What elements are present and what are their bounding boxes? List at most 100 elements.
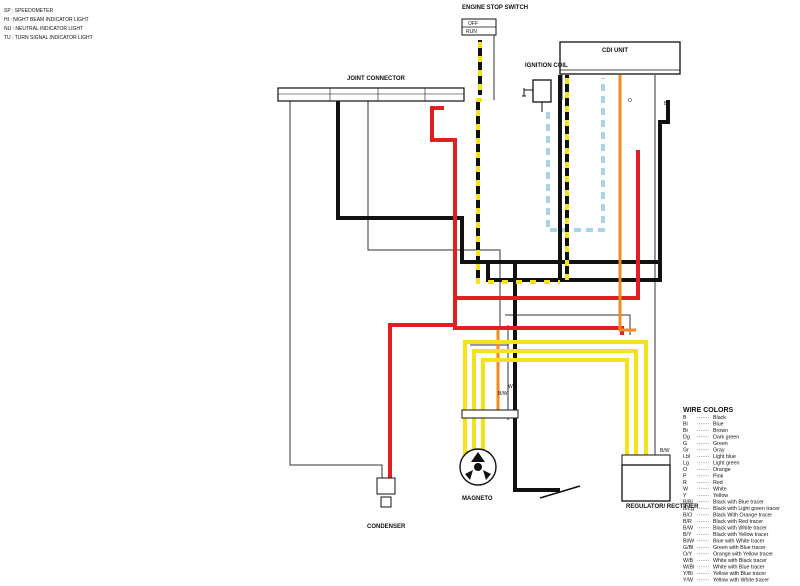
wire-tag-o: O — [628, 98, 632, 104]
magneto[interactable]: MAGNETO — [459, 409, 519, 502]
legend-code: O — [683, 467, 687, 473]
condenser[interactable]: CONDENSER — [367, 477, 406, 530]
legend-leader-dots: ······· — [697, 552, 710, 558]
legend-leader-dots: ······· — [697, 467, 710, 473]
regulator-rectifier[interactable]: REGULATOR/ RECTIFIER — [621, 454, 699, 510]
legend-code: B/Y — [683, 532, 692, 538]
legend-color-name: Black with Blue tracer — [713, 500, 764, 506]
legend-color-name: Yellow — [713, 493, 728, 499]
legend-code: Dg — [683, 435, 690, 441]
legend-code: B — [683, 415, 687, 421]
legend-code: Bl/W — [683, 539, 694, 545]
magneto-label: MAGNETO — [462, 496, 493, 502]
legend-leader-dots: ······· — [697, 571, 710, 577]
legend-leader-dots: ······· — [697, 578, 710, 584]
legend-leader-dots: ······· — [697, 441, 710, 447]
engine-stop-switch[interactable]: ENGINE STOP SWITCH OFF RUN — [461, 5, 528, 36]
legend-code: W/Bl — [683, 565, 694, 571]
joint-connector-label: JOINT CONNECTOR — [347, 76, 406, 82]
legend-color-name: Orange — [713, 467, 731, 473]
legend-leader-dots: ······· — [697, 415, 710, 421]
legend-color-name: Dark green — [713, 435, 739, 441]
legend-leader-dots: ······· — [697, 565, 710, 571]
legend-leader-dots: ······· — [697, 493, 710, 499]
legend-color-name: Light blue — [713, 454, 736, 460]
legend-code: G — [683, 441, 687, 447]
legend-color-name: Black with White tracer — [713, 526, 767, 532]
legend-color-name: Yellow with Blue tracer — [713, 571, 766, 577]
joint-connector[interactable]: JOINT CONNECTOR — [277, 76, 465, 102]
abbreviation-list: SP : SPEEDOMETER HI : NIGHT BEAM INDICAT… — [4, 8, 93, 41]
legend-code: G/Bl — [683, 545, 693, 551]
legend-code: Gr — [683, 448, 689, 454]
legend-color-name: Black — [713, 415, 726, 421]
legend-leader-dots: ······· — [697, 539, 710, 545]
wire-tag-bw-2: B/W — [660, 448, 670, 454]
legend-color-name: Red — [713, 480, 723, 486]
wire-tag-b: B — [664, 101, 668, 107]
legend-leader-dots: ······· — [697, 428, 710, 434]
legend-leader-dots: ······· — [697, 448, 710, 454]
legend-leader-dots: ······· — [697, 474, 710, 480]
legend-code: R — [683, 480, 687, 486]
light-blue-wire — [546, 78, 605, 232]
legend-color-name: Black with Red tracer — [713, 519, 763, 525]
wire-tag-bw: B/W — [498, 391, 508, 397]
ignition-coil-label: IGNITION COIL — [525, 63, 568, 69]
ignition-coil[interactable]: IGNITION COIL — [522, 63, 568, 112]
switch-run-label: RUN — [466, 29, 477, 35]
legend-rows: B·······BlackBl·······BlueBr·······Brown… — [683, 415, 780, 584]
black-yellow-wire-dashes — [476, 42, 569, 284]
legend-color-name: Yellow with White tracer — [713, 578, 769, 584]
legend-color-name: Black with Yellow tracer — [713, 532, 769, 538]
abbrev-nu: NU : NEUTRAL INDICATOR LIGHT — [4, 26, 83, 32]
legend-code: Lg — [683, 461, 689, 467]
wire-tags: B/W W O B B/W — [498, 98, 670, 454]
engine-stop-switch-label: ENGINE STOP SWITCH — [462, 5, 528, 11]
legend-code: B/Lg — [683, 506, 694, 512]
legend-code: W — [683, 487, 688, 493]
wire-tag-w: W — [508, 384, 513, 390]
cdi-unit[interactable]: CDI UNIT — [559, 41, 681, 75]
legend-color-name: White with Black tracer — [713, 558, 767, 564]
legend-leader-dots: ······· — [697, 519, 710, 525]
legend-code: Br — [683, 428, 689, 434]
wire-color-legend: WIRE COLORS B·······BlackBl·······BlueBr… — [683, 407, 780, 584]
legend-color-name: Light green — [713, 461, 740, 467]
legend-code: B/R — [683, 519, 692, 525]
legend-color-name: Green — [713, 441, 728, 447]
legend-leader-dots: ······· — [697, 513, 710, 519]
abbrev-hi: HI : NIGHT BEAM INDICATOR LIGHT — [4, 17, 89, 23]
legend-color-name: Black with Light green tracer — [713, 506, 780, 512]
legend-code: B/Bl — [683, 500, 693, 506]
switch-off-label: OFF — [468, 21, 478, 27]
legend-color-name: Green with Blue tracer — [713, 545, 766, 551]
abbrev-sp: SP : SPEEDOMETER — [4, 8, 53, 14]
abbrev-tu: TU : TURN SIGNAL INDICATOR LIGHT — [4, 35, 93, 41]
legend-leader-dots: ······· — [697, 532, 710, 538]
legend-color-name: Brown — [713, 428, 728, 434]
legend-color-name: Black With Orange tracer — [713, 513, 772, 519]
legend-color-name: Blue — [713, 422, 724, 428]
legend-leader-dots: ······· — [697, 487, 710, 493]
legend-color-name: Blue with White tracer — [713, 539, 765, 545]
legend-code: Lbl — [683, 454, 690, 460]
legend-leader-dots: ······· — [697, 500, 710, 506]
condenser-label: CONDENSER — [367, 524, 406, 530]
legend-color-name: Gray — [713, 448, 725, 454]
legend-leader-dots: ······· — [697, 480, 710, 486]
legend-leader-dots: ······· — [697, 526, 710, 532]
legend-code: Y/W — [683, 578, 693, 584]
legend-leader-dots: ······· — [697, 506, 710, 512]
legend-code: Y/Bl — [683, 571, 693, 577]
legend-code: P — [683, 474, 687, 480]
legend-color-name: Pink — [713, 474, 724, 480]
legend-leader-dots: ······· — [697, 435, 710, 441]
legend-code: O/Y — [683, 552, 693, 558]
regulator-rectifier-label: REGULATOR/ RECTIFIER — [626, 504, 699, 510]
legend-code: B/W — [683, 526, 693, 532]
legend-color-name: White with Blue tracer — [713, 565, 765, 571]
legend-title: WIRE COLORS — [683, 407, 733, 414]
